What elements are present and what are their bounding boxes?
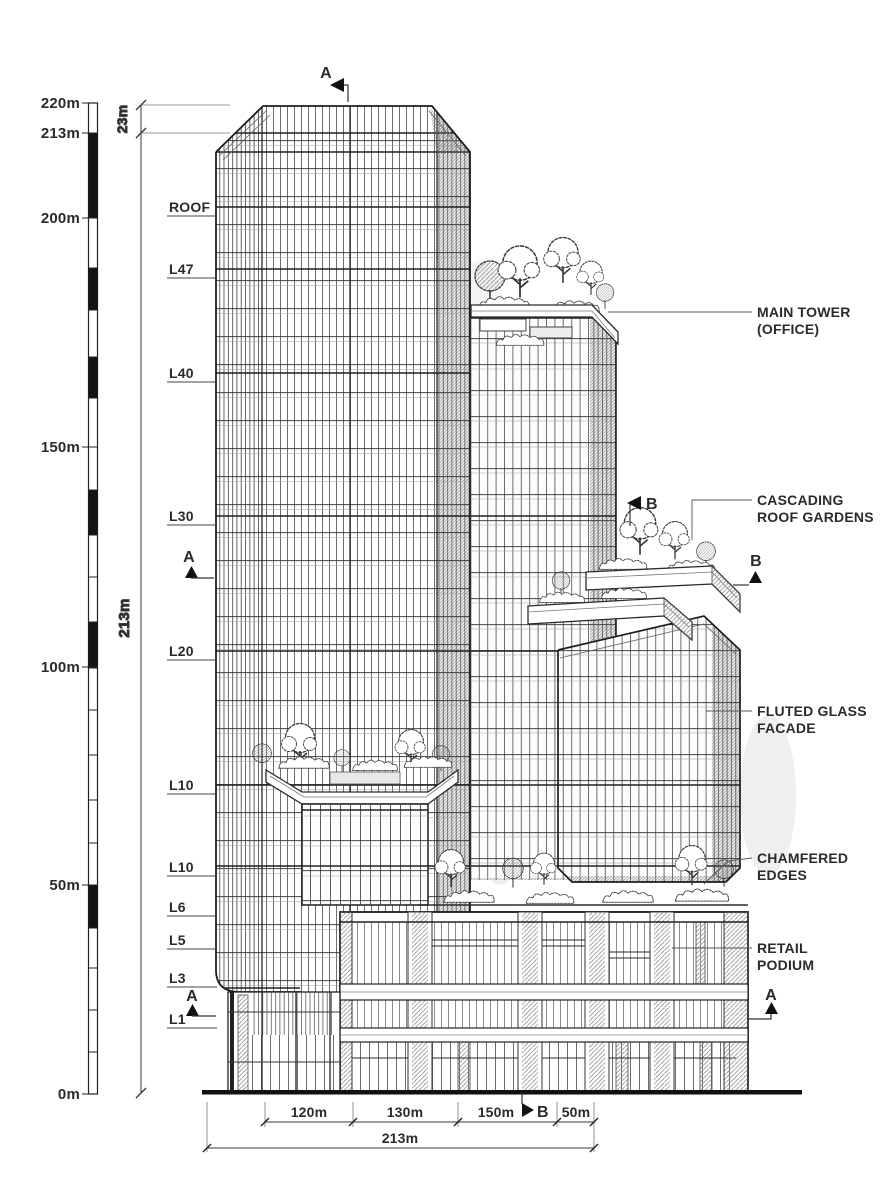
level-label: L3 bbox=[169, 970, 186, 986]
scale-mark-50m: 50m bbox=[49, 877, 80, 894]
section-markers: A A A A B B B bbox=[183, 65, 778, 1121]
level-label: L47 bbox=[169, 261, 194, 277]
callout-roof-gardens: CASCADING ROOF GARDENS bbox=[691, 492, 874, 540]
callout-main-tower: MAIN TOWER (OFFICE) bbox=[608, 304, 851, 337]
podium-upper-windows bbox=[351, 921, 725, 985]
dim-segment-50m: 50m bbox=[562, 1104, 591, 1120]
level-label: L10 bbox=[169, 777, 194, 793]
svg-text:CHAMFERED: CHAMFERED bbox=[757, 850, 848, 866]
dim-segment-130m: 130m bbox=[387, 1104, 424, 1120]
level-label: L1 bbox=[169, 1011, 186, 1027]
svg-text:B: B bbox=[537, 1104, 549, 1121]
scale-mark-220m: 220m bbox=[41, 95, 80, 112]
svg-text:A: A bbox=[186, 988, 198, 1005]
svg-text:RETAIL: RETAIL bbox=[757, 940, 808, 956]
svg-text:PODIUM: PODIUM bbox=[757, 957, 814, 973]
svg-text:FACADE: FACADE bbox=[757, 720, 816, 736]
vertical-dimension-lines: 23m 213m bbox=[114, 99, 230, 1099]
dim-total-width: 213m bbox=[382, 1130, 419, 1146]
scale-mark-100m: 100m bbox=[41, 659, 80, 676]
height-scale-bar: 220m 213m 200m 150m 100m 50m 0m bbox=[41, 95, 99, 1103]
level-label: L6 bbox=[169, 899, 186, 915]
svg-text:EDGES: EDGES bbox=[757, 867, 807, 883]
dim-segment-120m: 120m bbox=[291, 1104, 328, 1120]
scale-mark-213m: 213m bbox=[41, 125, 80, 142]
scale-mark-0m: 0m bbox=[58, 1086, 80, 1103]
section-marker-b-right: B bbox=[733, 553, 762, 586]
svg-text:B: B bbox=[646, 496, 658, 513]
callout-chamfer: CHAMFERED EDGES bbox=[703, 850, 848, 885]
section-marker-b-bottom: B bbox=[521, 1092, 549, 1121]
level-label: L30 bbox=[169, 508, 194, 524]
podium-frame bbox=[339, 911, 749, 1093]
level-label: L5 bbox=[169, 932, 186, 948]
tower-base bbox=[227, 991, 341, 1093]
callouts: MAIN TOWER (OFFICE) CASCADING ROOF GARDE… bbox=[608, 304, 874, 973]
svg-text:(OFFICE): (OFFICE) bbox=[757, 321, 819, 337]
shoulder-garden-tower bbox=[252, 722, 459, 906]
svg-text:FLUTED GLASS: FLUTED GLASS bbox=[757, 703, 867, 719]
svg-text:B: B bbox=[750, 553, 762, 570]
scale-mark-150m: 150m bbox=[41, 439, 80, 456]
level-label: L40 bbox=[169, 365, 194, 381]
dim-crown: 23m bbox=[114, 105, 130, 134]
callout-facade: FLUTED GLASS FACADE bbox=[706, 703, 867, 736]
level-label: L10 bbox=[169, 859, 194, 875]
svg-text:A: A bbox=[183, 549, 195, 566]
right-tower bbox=[557, 615, 741, 883]
svg-text:A: A bbox=[765, 987, 777, 1004]
svg-text:MAIN TOWER: MAIN TOWER bbox=[757, 304, 851, 320]
width-dimensions: 120m 130m 150m 50m 213m bbox=[202, 1102, 599, 1153]
dim-segment-150m: 150m bbox=[478, 1104, 515, 1120]
dim-total-height: 213m bbox=[116, 598, 133, 637]
scale-mark-200m: 200m bbox=[41, 210, 80, 227]
callout-podium: RETAIL PODIUM bbox=[672, 940, 814, 973]
svg-text:ROOF GARDENS: ROOF GARDENS bbox=[757, 509, 874, 525]
level-label: ROOF bbox=[169, 199, 210, 215]
level-label: L20 bbox=[169, 643, 194, 659]
mid-tower-roof-garden bbox=[470, 236, 619, 347]
cascading-roof-gardens bbox=[527, 506, 741, 642]
retail-podium bbox=[339, 911, 749, 1093]
level-labels: ROOF L47 L40 L30 L20 L10 L10 L6 L5 L3 L1 bbox=[167, 199, 217, 1029]
section-marker-a-mid-left: A bbox=[183, 549, 214, 579]
ground-line bbox=[202, 1090, 802, 1095]
section-marker-b-mid: B bbox=[627, 496, 658, 526]
section-marker-a-bottom-left: A bbox=[186, 988, 216, 1017]
svg-text:A: A bbox=[320, 65, 332, 82]
svg-text:CASCADING: CASCADING bbox=[757, 492, 844, 508]
section-marker-a-bottom-right: A bbox=[748, 987, 778, 1020]
section-marker-a-top: A bbox=[320, 65, 349, 102]
